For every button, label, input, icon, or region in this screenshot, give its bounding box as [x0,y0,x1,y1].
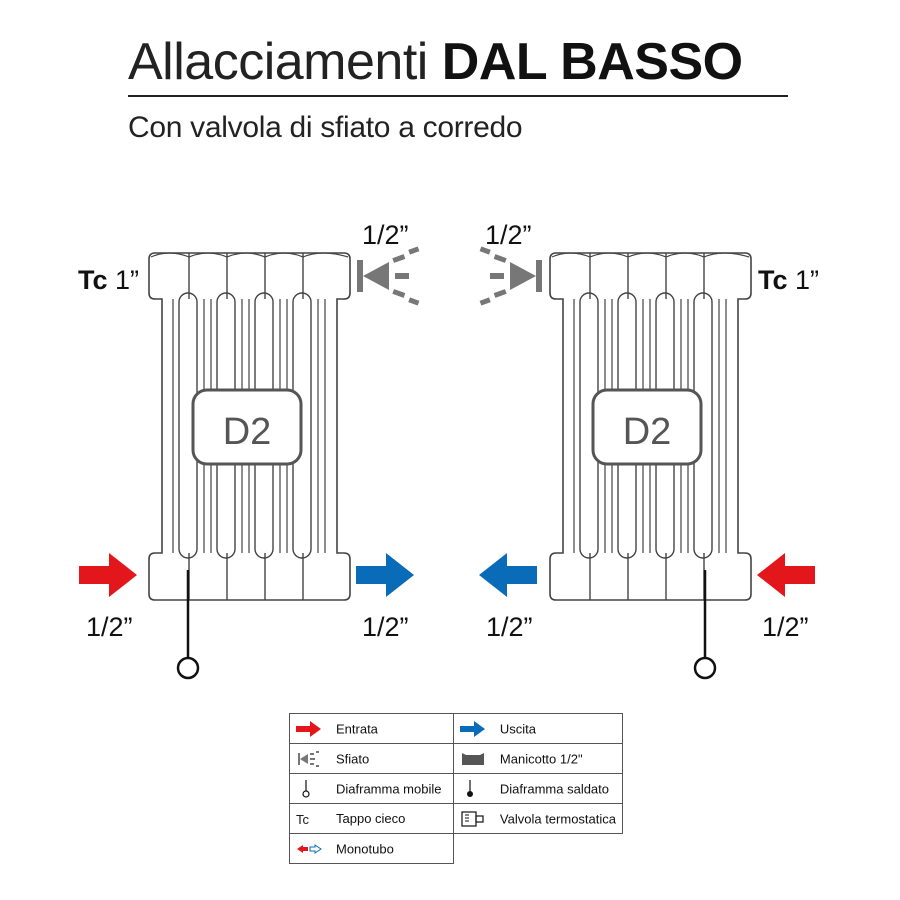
left-vent-size: 1/2” [362,220,409,250]
vent-icon [296,750,322,768]
monotube-icon [296,840,322,858]
legend-row: Diaframma mobile Diaframma saldato [289,773,624,804]
connection-diagram: D2 1/2” Tc 1” 1/2” 1/2” D2 1/2” Tc 1” 1/… [78,220,819,680]
legend-cell-diaframma-mobile: Diaframma mobile [289,773,454,804]
tc-symbol: Tc [296,811,309,827]
right-tc-size: 1” [795,265,819,295]
right-inlet-size: 1/2” [762,612,809,642]
legend-cell-monotubo: Monotubo [289,833,454,864]
red-arrow-icon [79,553,137,597]
right-outlet-size: 1/2” [486,612,533,642]
right-model-label: D2 [623,411,672,453]
sleeve-icon [460,750,486,768]
thermostatic-valve-icon [460,810,486,828]
right-d2-box: D2 [591,388,703,466]
left-d2-box: D2 [191,388,303,466]
svg-text:Tc 1”: Tc 1” [78,265,139,295]
legend-empty-cell [453,834,622,864]
welded-diaphragm-icon [460,779,486,798]
red-arrow-icon [757,553,815,597]
vent-icon [357,246,420,306]
left-outlet-size: 1/2” [362,612,409,642]
legend-cell-uscita: Uscita [452,713,624,744]
mobile-diaphragm-icon [296,779,322,798]
mobile-diaphragm-icon [693,570,717,680]
left-model-label: D2 [223,411,272,453]
legend-cell-entrata: Entrata [289,713,454,744]
left-inlet-size: 1/2” [86,612,133,642]
blue-arrow-icon [479,553,537,597]
legend-cell-manicotto: Manicotto 1/2" [452,743,624,774]
legend-row: Sfiato Manicotto 1/2" [289,743,624,774]
vent-icon [479,246,542,306]
page-title: Allacciamenti DAL BASSO [128,30,743,94]
title-bold: DAL BASSO [441,33,743,91]
left-tc-size: 1” [115,265,139,295]
right-vent-size: 1/2” [485,220,532,250]
red-arrow-icon [296,720,322,738]
left-tc-prefix: Tc [78,265,108,295]
blue-arrow-icon [356,553,414,597]
blue-arrow-icon [459,720,486,738]
mobile-diaphragm-icon [176,570,200,680]
legend-table: Entrata Uscita Sfiato Manicotto 1/2" Dia… [289,713,624,864]
title-light: Allacciamenti [128,33,428,91]
right-tc-prefix: Tc [758,265,788,295]
legend-cell-valvola: Valvola termostatica [452,803,624,834]
svg-text:Tc 1”: Tc 1” [758,265,819,295]
legend-row: Monotubo [289,833,623,864]
legend-cell-diaframma-saldato: Diaframma saldato [452,773,624,804]
legend-cell-sfiato: Sfiato [289,743,454,774]
legend-row: Entrata Uscita [289,713,624,744]
page-subtitle: Con valvola di sfiato a corredo [128,111,523,144]
title-underline [128,95,788,97]
